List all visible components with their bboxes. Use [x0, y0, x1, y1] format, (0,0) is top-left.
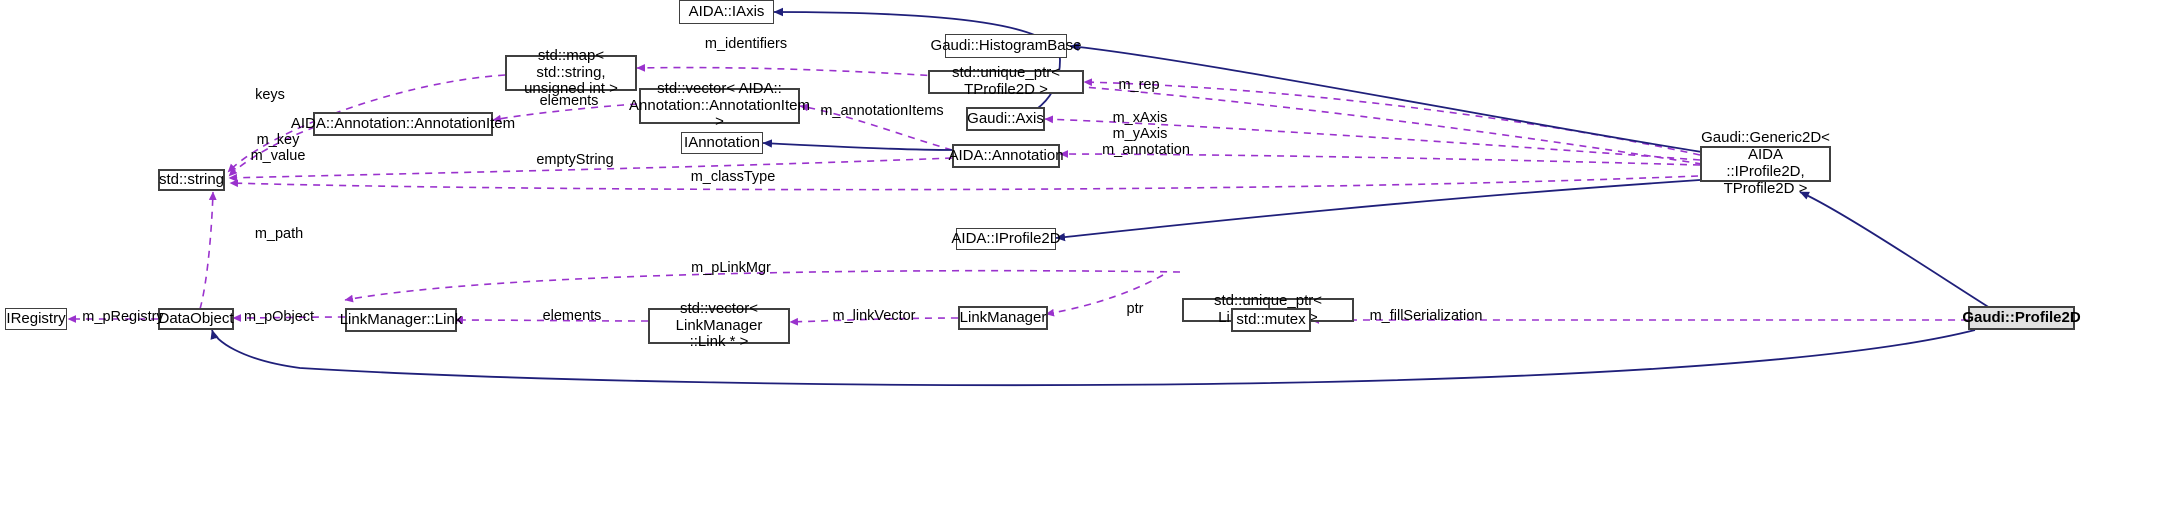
- edge-label-m-pobject: m_pObject: [243, 309, 315, 325]
- node-vector-linkmanager-link[interactable]: std::vector< LinkManager ::Link * >: [648, 300, 790, 350]
- node-iannotation[interactable]: IAnnotation: [681, 132, 763, 154]
- edge-label-m-identifiers: m_identifiers: [704, 36, 788, 52]
- edge-label-elements-link: elements: [542, 308, 602, 324]
- node-linkmanager[interactable]: LinkManager: [958, 306, 1048, 330]
- edge-label-m-annotation: m_annotation: [1102, 142, 1190, 158]
- edge-label-elements-annotation: elements: [539, 93, 599, 109]
- edge-label-m-linkvector: m_linkVector: [832, 308, 916, 324]
- edge-label-m-pregistry: m_pRegistry: [82, 309, 164, 325]
- edge-label-m-annotationitems: m_annotationItems: [820, 103, 944, 119]
- node-gaudi-axis[interactable]: Gaudi::Axis: [966, 107, 1045, 131]
- edge-label-m-classtype: m_classType: [690, 169, 776, 185]
- node-iregistry[interactable]: IRegistry: [5, 308, 67, 330]
- node-std-mutex[interactable]: std::mutex: [1231, 308, 1311, 332]
- edge-label-keys: keys: [255, 87, 285, 103]
- edge-label-m-path: m_path: [254, 226, 304, 242]
- node-gaudi-profile2d[interactable]: Gaudi::Profile2D: [1962, 306, 2081, 330]
- edge-label-m-rep: m_rep: [1118, 77, 1160, 93]
- node-aida-iprofile2d[interactable]: AIDA::IProfile2D: [951, 228, 1061, 250]
- node-gaudi-generic2d[interactable]: Gaudi::Generic2D< AIDA ::IProfile2D, TPr…: [1700, 129, 1831, 197]
- edge-label-m-fillserialization: m_fillSerialization: [1369, 308, 1483, 324]
- node-gaudi-histogrambase[interactable]: Gaudi::HistogramBase: [931, 34, 1081, 58]
- edge-label-m-key-m-value: m_key m_value: [250, 132, 306, 164]
- node-vector-annotationitem[interactable]: std::vector< AIDA:: Annotation::Annotati…: [629, 79, 810, 131]
- node-linkmanager-link[interactable]: LinkManager::Link: [340, 308, 462, 332]
- node-std-string[interactable]: std::string: [158, 169, 225, 191]
- node-std-map-string-uint[interactable]: std::map< std::string, unsigned int >: [505, 47, 637, 97]
- node-dataobject[interactable]: DataObject: [158, 308, 234, 330]
- node-aida-annotation[interactable]: AIDA::Annotation: [948, 144, 1064, 168]
- edge-label-ptr: ptr: [1126, 301, 1144, 317]
- edge-label-m-xaxis-m-yaxis: m_xAxis m_yAxis: [1112, 110, 1168, 142]
- node-annotation-annotationitem[interactable]: AIDA::Annotation::AnnotationItem: [291, 112, 515, 136]
- edge-label-m-plinkmgr: m_pLinkMgr: [691, 260, 771, 276]
- node-aida-iaxis[interactable]: AIDA::IAxis: [679, 0, 774, 24]
- edge-label-emptystring: emptyString: [536, 152, 614, 168]
- node-unique-ptr-tprofile2d[interactable]: std::unique_ptr< TProfile2D >: [928, 64, 1084, 98]
